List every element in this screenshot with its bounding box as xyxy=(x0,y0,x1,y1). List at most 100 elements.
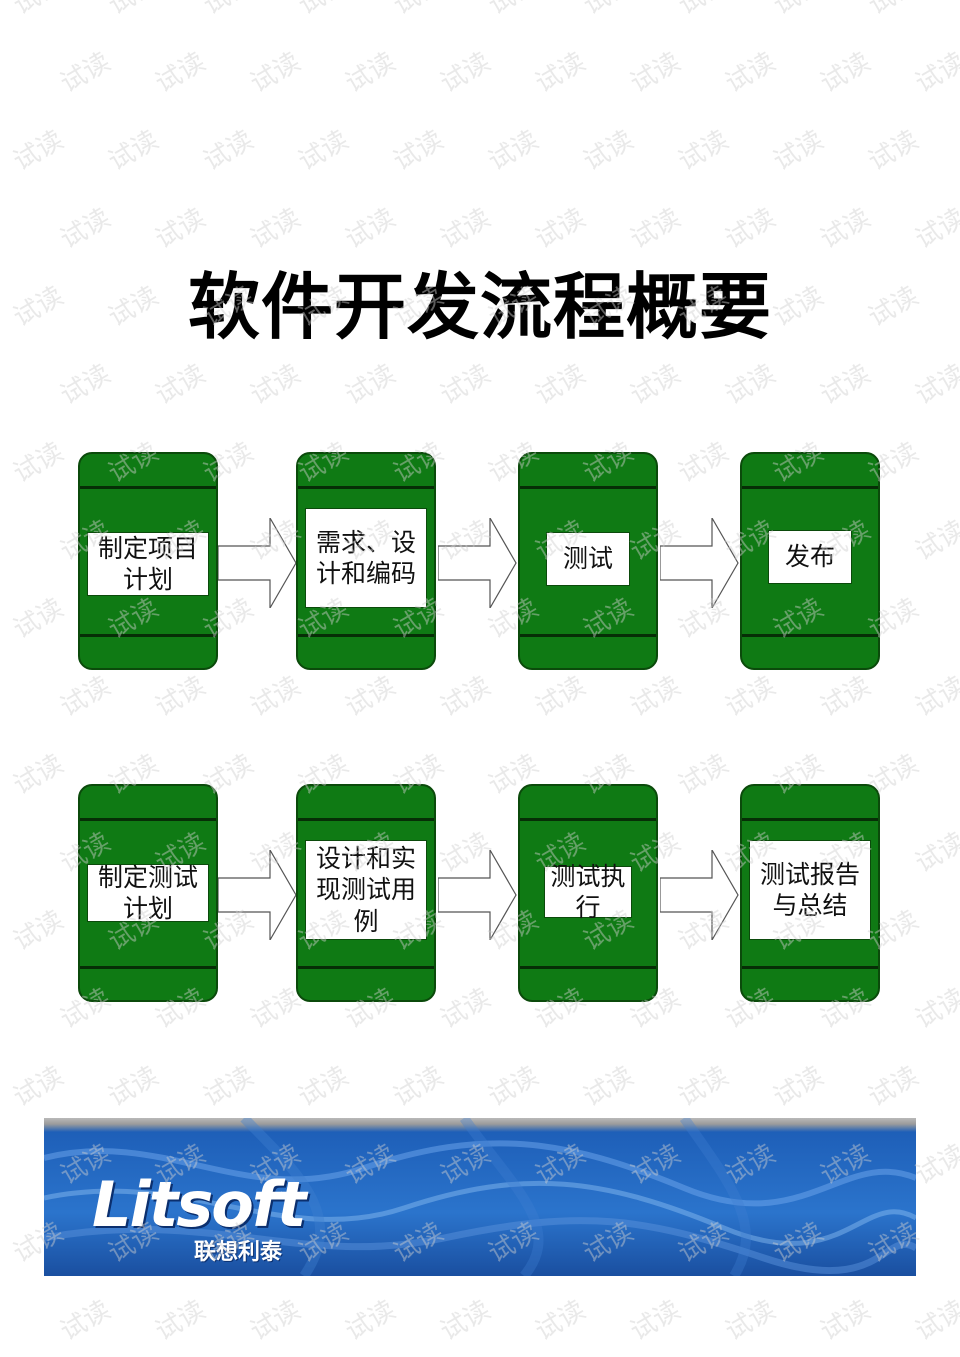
watermark-text: 试读 xyxy=(626,359,686,411)
watermark-text: 试读 xyxy=(769,125,829,177)
watermark-text: 试读 xyxy=(721,47,781,99)
box-band xyxy=(298,818,434,821)
watermark-text: 试读 xyxy=(579,0,639,21)
page-title: 软件开发流程概要 xyxy=(187,265,772,349)
box-band xyxy=(742,634,878,637)
step-box-design-code: 需求、设计和编码 xyxy=(296,452,436,670)
watermark-text: 试读 xyxy=(199,125,259,177)
step-box-test-cases: 设计和实现测试用例 xyxy=(296,784,436,1002)
watermark-text: 试读 xyxy=(436,359,496,411)
watermark-text: 试读 xyxy=(199,1061,259,1113)
box-band xyxy=(742,486,878,489)
step-label: 发布 xyxy=(768,530,852,584)
watermark-text: 试读 xyxy=(484,125,544,177)
banner-wave-graphic xyxy=(44,1118,916,1276)
watermark-text: 试读 xyxy=(294,0,354,21)
watermark-text: 试读 xyxy=(864,0,924,21)
watermark-text: 试读 xyxy=(389,0,449,21)
step-box-test-plan: 制定测试计划 xyxy=(78,784,218,1002)
step-box-release: 发布 xyxy=(740,452,880,670)
step-label: 制定项目计划 xyxy=(87,532,209,596)
step-box-test-execution: 测试执行 xyxy=(518,784,658,1002)
box-band xyxy=(298,634,434,637)
watermark-text: 试读 xyxy=(864,125,924,177)
watermark-text: 试读 xyxy=(294,125,354,177)
watermark-text: 试读 xyxy=(531,47,591,99)
box-band xyxy=(520,818,656,821)
watermark-text: 试读 xyxy=(484,1061,544,1113)
watermark-text: 试读 xyxy=(294,1061,354,1113)
watermark-text: 试读 xyxy=(816,1295,876,1347)
watermark-text: 试读 xyxy=(436,47,496,99)
box-band xyxy=(80,818,216,821)
watermark-text: 试读 xyxy=(9,1061,69,1113)
watermark-text: 试读 xyxy=(246,1295,306,1347)
watermark-text: 试读 xyxy=(674,0,734,21)
watermark-text: 试读 xyxy=(816,359,876,411)
watermark-text: 试读 xyxy=(436,1295,496,1347)
process-flow-testing: 制定测试计划 设计和实现测试用例 测试执行 测试报告与总结 xyxy=(0,782,960,1012)
box-band xyxy=(80,966,216,969)
watermark-text: 试读 xyxy=(911,1139,960,1191)
step-label: 设计和实现测试用例 xyxy=(305,840,427,940)
watermark-text: 试读 xyxy=(341,47,401,99)
watermark-text: 试读 xyxy=(9,125,69,177)
watermark-text: 试读 xyxy=(769,0,829,21)
watermark-text: 试读 xyxy=(531,359,591,411)
arrow-right-icon xyxy=(218,850,297,940)
watermark-text: 试读 xyxy=(911,1295,960,1347)
box-band xyxy=(520,966,656,969)
watermark-text: 试读 xyxy=(151,1295,211,1347)
box-band xyxy=(298,486,434,489)
watermark-text: 试读 xyxy=(246,359,306,411)
watermark-text: 试读 xyxy=(104,0,164,21)
watermark-text: 试读 xyxy=(104,125,164,177)
process-flow-development: 制定项目计划 需求、设计和编码 测试 发布 xyxy=(0,450,960,680)
watermark-text: 试读 xyxy=(484,0,544,21)
box-band xyxy=(298,966,434,969)
box-band xyxy=(80,634,216,637)
box-band xyxy=(742,966,878,969)
watermark-text: 试读 xyxy=(721,1295,781,1347)
step-label: 测试 xyxy=(546,532,630,586)
watermark-text: 试读 xyxy=(911,47,960,99)
watermark-text: 试读 xyxy=(151,47,211,99)
watermark-text: 试读 xyxy=(864,1061,924,1113)
footer-banner: Litsoft 联想利泰 xyxy=(44,1118,916,1276)
watermark-text: 试读 xyxy=(56,1295,116,1347)
watermark-text: 试读 xyxy=(769,1061,829,1113)
watermark-text: 试读 xyxy=(674,1061,734,1113)
watermark-text: 试读 xyxy=(579,1061,639,1113)
arrow-right-icon xyxy=(218,518,297,608)
box-band xyxy=(520,634,656,637)
watermark-text: 试读 xyxy=(56,359,116,411)
box-band xyxy=(80,486,216,489)
watermark-text: 试读 xyxy=(579,125,639,177)
watermark-text: 试读 xyxy=(246,47,306,99)
watermark-text: 试读 xyxy=(199,0,259,21)
watermark-text: 试读 xyxy=(816,47,876,99)
watermark-text: 试读 xyxy=(341,359,401,411)
brand-logo: Litsoft xyxy=(92,1168,307,1241)
step-box-test-report: 测试报告与总结 xyxy=(740,784,880,1002)
step-label: 测试执行 xyxy=(544,862,632,922)
arrow-right-icon xyxy=(438,518,517,608)
watermark-text: 试读 xyxy=(531,1295,591,1347)
brand-logo-subtitle: 联想利泰 xyxy=(194,1240,283,1265)
box-band xyxy=(520,486,656,489)
step-box-plan: 制定项目计划 xyxy=(78,452,218,670)
watermark-text: 试读 xyxy=(389,125,449,177)
watermark-text: 试读 xyxy=(341,1295,401,1347)
watermark-text: 试读 xyxy=(56,47,116,99)
watermark-text: 试读 xyxy=(389,1061,449,1113)
watermark-text: 试读 xyxy=(721,359,781,411)
watermark-text: 试读 xyxy=(104,1061,164,1113)
step-label: 测试报告与总结 xyxy=(749,840,871,940)
step-label: 制定测试计划 xyxy=(87,863,209,923)
watermark-text: 试读 xyxy=(911,359,960,411)
step-box-test: 测试 xyxy=(518,452,658,670)
watermark-text: 试读 xyxy=(626,1295,686,1347)
step-label: 需求、设计和编码 xyxy=(305,508,427,608)
watermark-text: 试读 xyxy=(626,47,686,99)
watermark-text: 试读 xyxy=(674,125,734,177)
